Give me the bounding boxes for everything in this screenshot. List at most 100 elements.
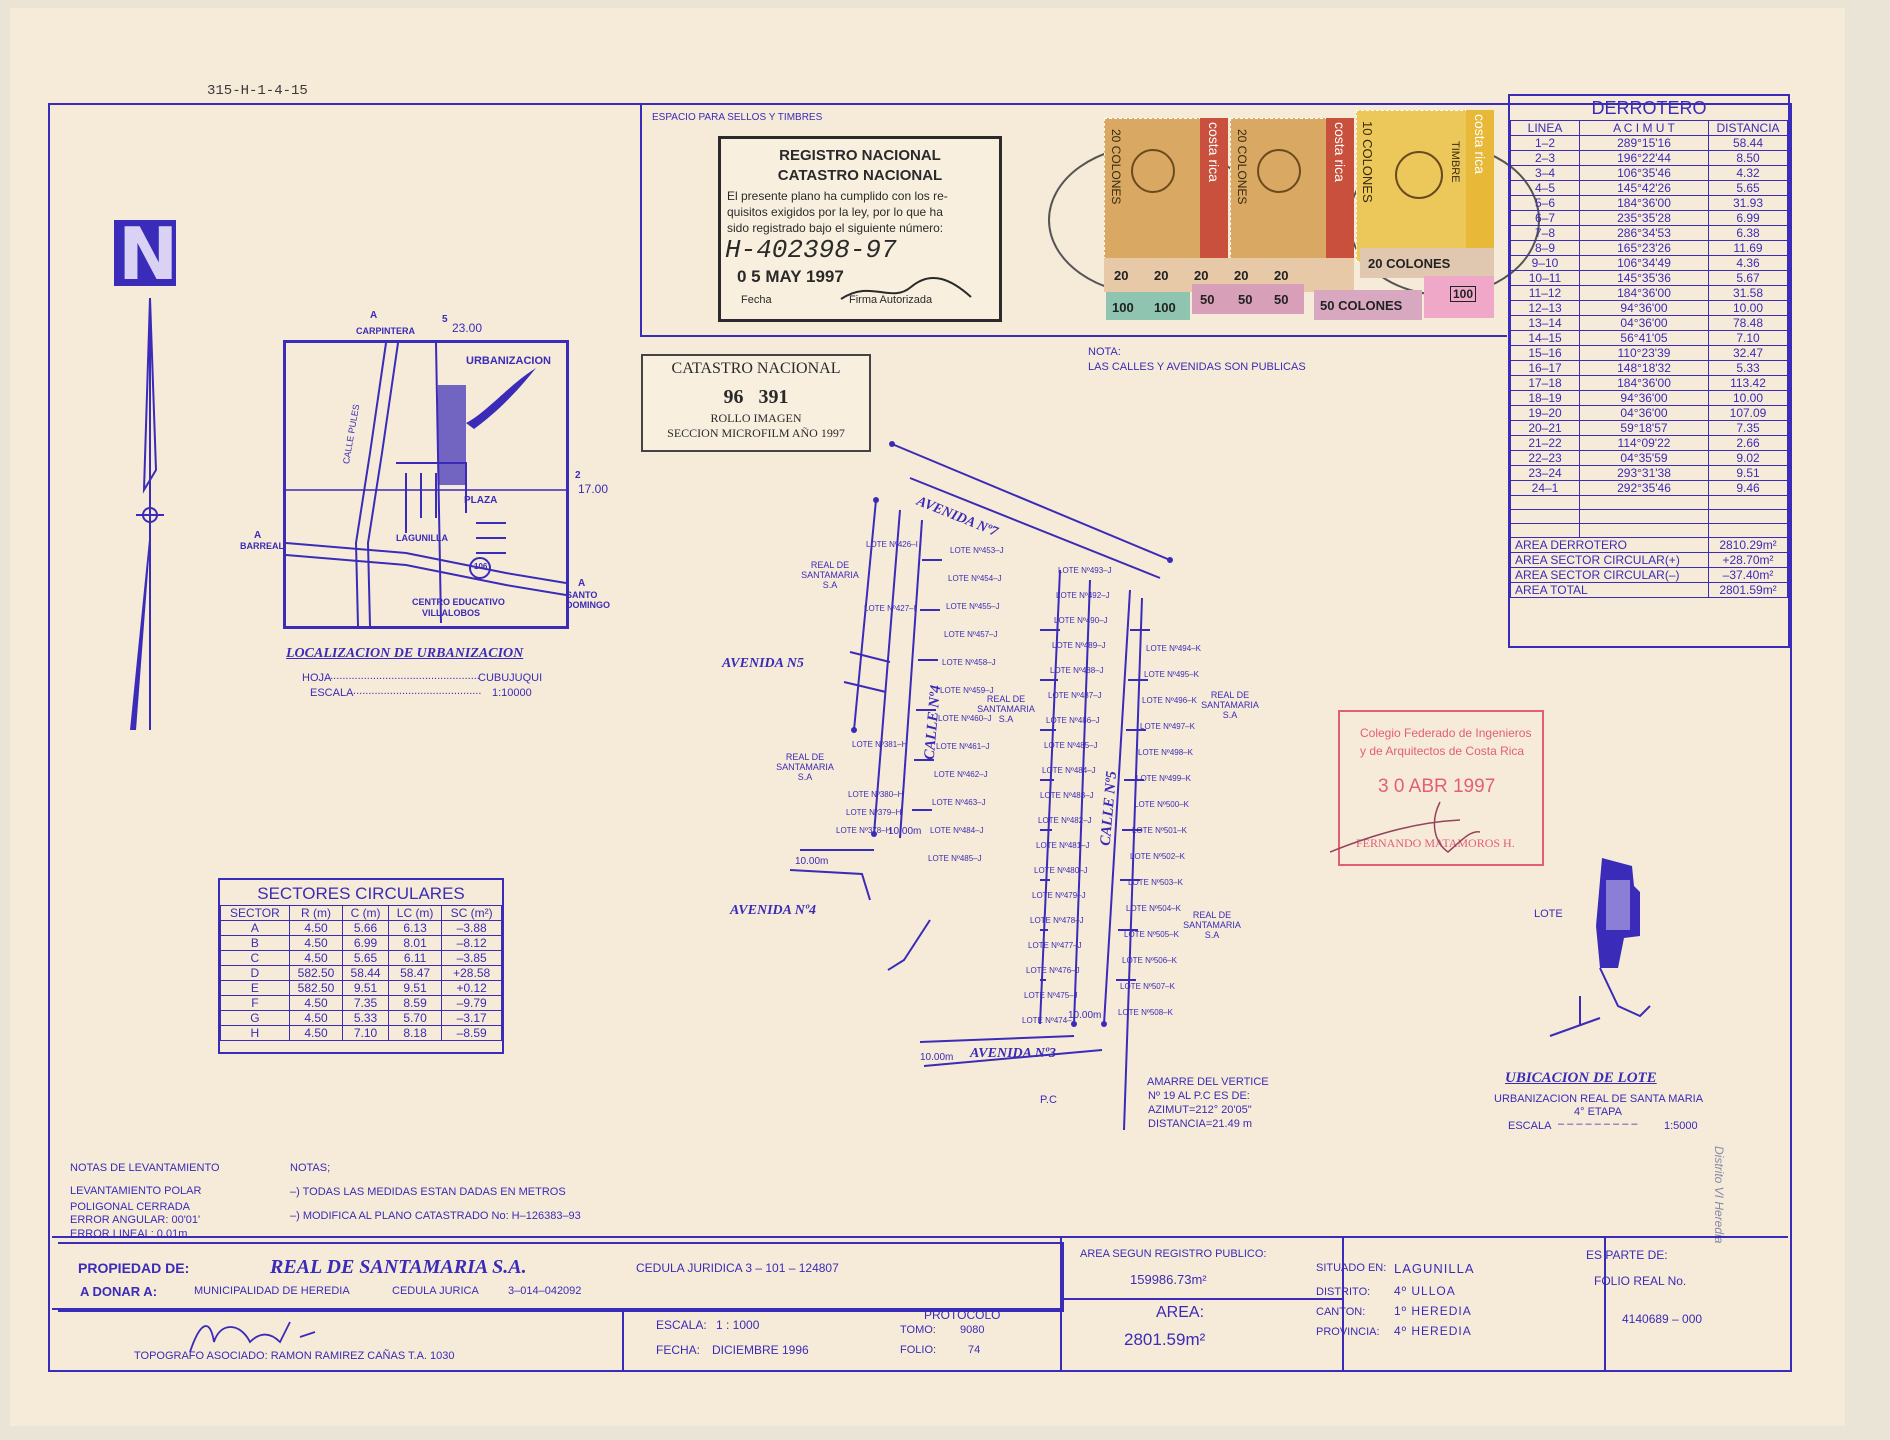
lot-label: LOTE Nº460–J [938, 714, 992, 723]
title-block [52, 1236, 1788, 1370]
derrotero-distancia: 5.33 [1708, 360, 1788, 376]
lot-label: LOTE Nº493–J [1058, 566, 1112, 575]
sector-value: 58.44 [342, 965, 389, 981]
catastro-line3: SECCION MICROFILM AÑO 1997 [667, 426, 845, 440]
side-note: Distrito VI Heredia [1712, 1146, 1726, 1244]
catastro-number: 96 391 [723, 386, 789, 408]
lot-label: LOTE Nº455–J [946, 602, 1000, 611]
derrotero-linea: 9–10 [1510, 255, 1580, 271]
derrotero-acimut: 148°18'32 [1579, 360, 1709, 376]
derrotero-acimut: 56°41'05 [1579, 330, 1709, 346]
derrotero-total-label: AREA TOTAL [1510, 582, 1709, 598]
sector-value: 4.50 [288, 920, 344, 936]
sector-value: 9.51 [342, 980, 389, 996]
localizacion-title: LOCALIZACION DE URBANIZACION [286, 646, 524, 661]
derrotero-linea: 24–1 [1510, 480, 1580, 496]
lot-label: LOTE Nº476–J [1026, 966, 1080, 975]
lot-label: LOTE Nº479–J [1032, 891, 1086, 900]
escala-label: ESCALA: [656, 1318, 707, 1332]
loc-centro: CENTRO EDUCATIVO [412, 597, 505, 607]
sector-value: 582.50 [288, 965, 344, 981]
tomo-value: 9080 [960, 1324, 985, 1336]
derrotero-blank-row [1510, 495, 1788, 510]
derrotero-distancia: 78.48 [1708, 315, 1788, 331]
lot-label: LOTE Nº488–J [1050, 666, 1104, 675]
amarre-line1: AMARRE DEL VERTICE [1147, 1076, 1269, 1088]
tomo-label: TOMO: [900, 1324, 936, 1336]
loc-road-106: 106 [474, 562, 488, 571]
nota-text: LAS CALLES Y AVENIDAS SON PUBLICAS [1088, 361, 1306, 373]
timbre-100-pink: 100 [1424, 276, 1494, 318]
timbre-20-a: 20 COLONES [1104, 118, 1202, 260]
subdivision-plan-drawing [789, 441, 1173, 1130]
sector-value: +0.12 [441, 980, 502, 996]
derrotero-acimut: 165°23'26 [1579, 240, 1709, 256]
sector-letter: D [220, 965, 290, 981]
derrotero-linea: 20–21 [1510, 420, 1580, 436]
derrotero-acimut: 289°15'16 [1579, 135, 1709, 151]
es-parte-label: ES PARTE DE: [1586, 1248, 1668, 1262]
area-registro-value: 159986.73m² [1130, 1272, 1207, 1287]
derrotero-acimut: 04°35'59 [1579, 450, 1709, 466]
lot-label: LOTE Nº505–K [1124, 930, 1179, 939]
derrotero-linea: 11–12 [1510, 285, 1580, 301]
derrotero-distancia: 31.58 [1708, 285, 1788, 301]
derrotero-distancia: 58.44 [1708, 135, 1788, 151]
lot-label: LOTE Nº489–J [1052, 641, 1106, 650]
lot-label: LOTE Nº503–K [1128, 878, 1183, 887]
folio-real-label: FOLIO REAL No. [1594, 1274, 1687, 1288]
stamp-area-label: ESPACIO PARA SELLOS Y TIMBRES [652, 112, 823, 123]
sector-value: 58.47 [387, 965, 443, 981]
derrotero-distancia: 2.66 [1708, 435, 1788, 451]
lot-label: LOTE Nº459–J [940, 686, 994, 695]
notas-title: NOTAS; [290, 1162, 331, 1174]
lot-label: LOTE Nº481–J [1036, 841, 1090, 850]
lot-label: LOTE Nº495–K [1144, 670, 1199, 679]
derrotero-acimut: 293°31'38 [1579, 465, 1709, 481]
sector-value: 4.50 [288, 950, 344, 966]
derrotero-total-row: AREA SECTOR CIRCULAR(–)–37.40m² [1510, 567, 1788, 583]
ubicacion-sub2: 4° ETAPA [1574, 1106, 1623, 1118]
derrotero-linea: 14–15 [1510, 330, 1580, 346]
derrotero-distancia: 9.02 [1708, 450, 1788, 466]
notas-lev2: POLIGONAL CERRADA [70, 1201, 191, 1213]
registro-date: 0 5 MAY 1997 [737, 267, 844, 286]
protocolo-label: PROTOCOLO [924, 1308, 1001, 1322]
derrotero-distancia: 6.38 [1708, 225, 1788, 241]
derrotero-linea: 13–14 [1510, 315, 1580, 331]
loc-hoja-value: CUBUJUQUI [478, 672, 543, 684]
sector-value: 4.50 [288, 935, 344, 951]
derrotero-distancia: 9.51 [1708, 465, 1788, 481]
sector-value: 6.11 [387, 950, 443, 966]
lot-label: LOTE Nº507–K [1120, 982, 1175, 991]
catastro-title: CATASTRO NACIONAL [671, 360, 841, 377]
registro-signature [840, 277, 972, 300]
width-label: 10.00m [920, 1052, 954, 1063]
notas-lev1: LEVANTAMIENTO POLAR [70, 1185, 202, 1197]
north-arrow-icon [130, 297, 164, 730]
seal-icon [1131, 149, 1175, 193]
derrotero-distancia: 7.35 [1708, 420, 1788, 436]
sector-value: 9.51 [387, 980, 443, 996]
derrotero-header-acimut: A C I M U T [1579, 120, 1709, 136]
derrotero-blank-row [1510, 523, 1788, 538]
donar-label: A DONAR A: [80, 1284, 158, 1299]
avenida-4-label: AVENIDA Nº4 [730, 903, 817, 918]
distrito-value: 4º ULLOA [1394, 1284, 1456, 1298]
sector-value: –3.17 [441, 1010, 502, 1026]
sector-value: 5.66 [342, 920, 389, 936]
derrotero-linea: 8–9 [1510, 240, 1580, 256]
lot-label: LOTE Nº487–J [1048, 691, 1102, 700]
derrotero-acimut: 04°36'00 [1579, 405, 1709, 421]
derrotero-linea: 16–17 [1510, 360, 1580, 376]
